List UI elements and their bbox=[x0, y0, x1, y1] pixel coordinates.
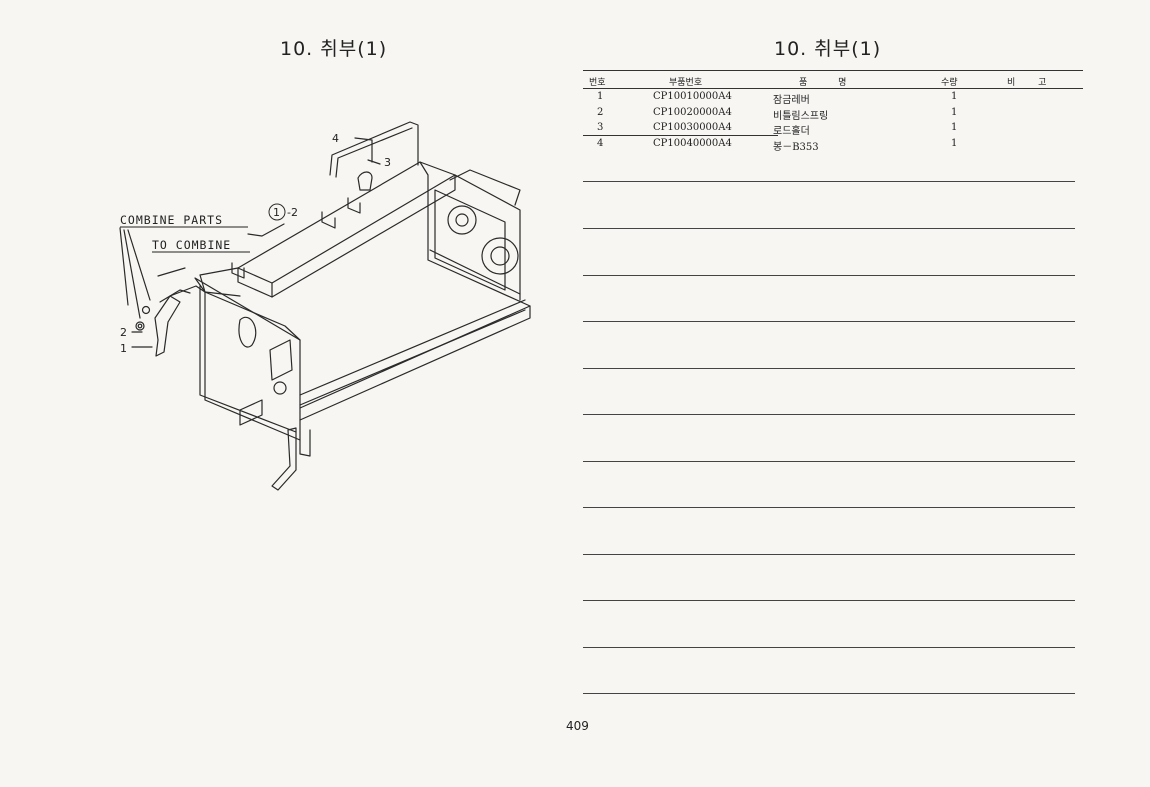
circle-ref-marker bbox=[268, 203, 286, 221]
torsion-spring-part-2 bbox=[135, 321, 145, 331]
left-page-title: 10. 취부(1) bbox=[280, 38, 388, 60]
callout-3: 3 bbox=[384, 156, 391, 169]
parts-diagram: 4 3 2 1 1 -2 COMBINE PARTS TO COMBINE bbox=[119, 121, 531, 491]
row-no: 3 bbox=[597, 122, 604, 133]
row-divider bbox=[583, 135, 778, 136]
front-leg bbox=[271, 427, 297, 491]
table-header: 번호 부품번호 품 명 수량 비 고 bbox=[583, 75, 1083, 89]
rod-holder-part-3 bbox=[357, 171, 373, 191]
row-qty: 1 bbox=[951, 91, 958, 102]
table-row: 2 CP10020000A4 비틀림스프링 1 bbox=[583, 107, 1083, 122]
left-frame-panel bbox=[194, 277, 301, 441]
row-name: 로드홀더 bbox=[773, 126, 810, 137]
blank-rule bbox=[583, 647, 1075, 648]
header-qty: 수량 bbox=[941, 78, 958, 88]
blank-rule bbox=[583, 414, 1075, 415]
left-page: 10. 취부(1) bbox=[119, 38, 531, 491]
rear-top-beam bbox=[237, 161, 456, 284]
blank-rule bbox=[583, 181, 1075, 182]
blank-rule bbox=[583, 461, 1075, 462]
lock-lever-part-1 bbox=[154, 295, 181, 357]
header-part-no: 부품번호 bbox=[669, 78, 703, 88]
row-no: 4 bbox=[597, 138, 604, 149]
blank-rule bbox=[583, 600, 1075, 601]
table-row: 4 CP10040000A4 봉－B353 1 bbox=[583, 138, 1083, 153]
rod-part-4 bbox=[329, 121, 419, 176]
blank-rule bbox=[583, 368, 1075, 369]
row-name: 비틀림스프링 bbox=[773, 111, 829, 122]
middle-tube bbox=[299, 299, 526, 406]
row-qty: 1 bbox=[951, 107, 958, 118]
blank-rule bbox=[583, 321, 1075, 322]
circle-ref-suffix: -2 bbox=[287, 206, 298, 219]
row-part-no: CP10010000A4 bbox=[653, 91, 732, 102]
header-no: 번호 bbox=[589, 78, 606, 88]
right-page-title: 10. 취부(1) bbox=[774, 38, 882, 60]
callout-4: 4 bbox=[332, 132, 339, 145]
blank-rule bbox=[583, 693, 1075, 694]
blank-rule bbox=[583, 275, 1075, 276]
row-part-no: CP10020000A4 bbox=[653, 107, 732, 118]
table-row: 3 CP10030000A4 로드홀더 1 bbox=[583, 122, 1083, 137]
row-part-no: CP10040000A4 bbox=[653, 138, 732, 149]
right-page: 10. 취부(1) 번호 부품번호 품 명 수량 비 고 1 CP1001000… bbox=[575, 0, 1150, 787]
row-qty: 1 bbox=[951, 122, 958, 133]
right-pulley bbox=[481, 237, 519, 275]
right-frame bbox=[419, 161, 531, 307]
header-note: 비 고 bbox=[1007, 78, 1057, 88]
blank-rule bbox=[583, 554, 1075, 555]
combine-parts-label: COMBINE PARTS bbox=[120, 213, 223, 227]
circle-ref-number: 1 bbox=[273, 206, 280, 219]
row-no: 2 bbox=[597, 107, 604, 118]
callout-2: 2 bbox=[120, 326, 127, 339]
row-qty: 1 bbox=[951, 138, 958, 149]
page-number: 409 bbox=[566, 719, 589, 733]
row-part-no: CP10030000A4 bbox=[653, 122, 732, 133]
table-row: 1 CP10010000A4 잠금레버 1 bbox=[583, 91, 1083, 106]
table-top-rule bbox=[583, 70, 1083, 71]
row-name: 잠금레버 bbox=[773, 95, 810, 106]
to-combine-label: TO COMBINE bbox=[152, 238, 231, 252]
blank-rule bbox=[583, 507, 1075, 508]
header-name: 품 명 bbox=[799, 78, 861, 88]
row-no: 1 bbox=[597, 91, 604, 102]
callout-1: 1 bbox=[120, 342, 127, 355]
header-rule bbox=[583, 88, 1083, 89]
blank-rule bbox=[583, 228, 1075, 229]
row-name: 봉－B353 bbox=[773, 142, 819, 153]
